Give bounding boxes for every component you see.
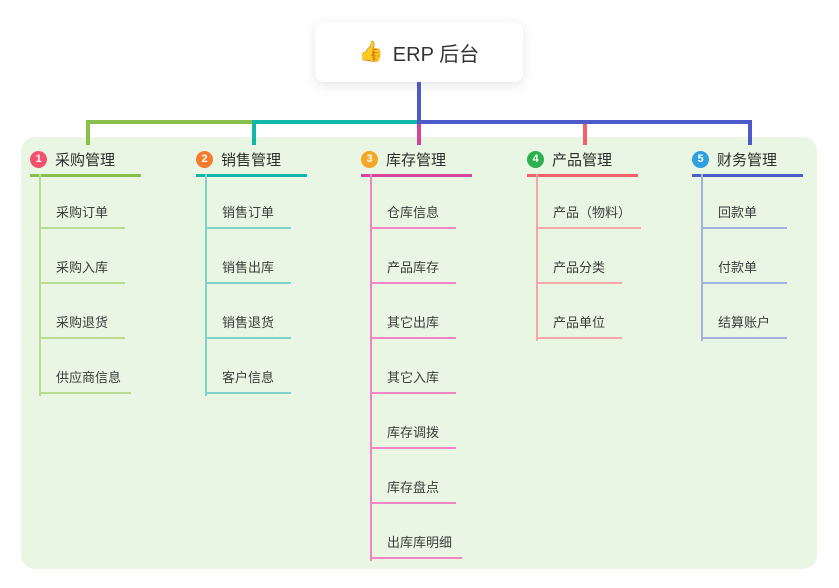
child-rail-line-2 [205,174,207,396]
branch-header-5[interactable]: 5 财务管理 [692,147,803,177]
child-node-2-4[interactable]: 客户信息 [205,369,291,394]
root-node-title: ERP 后台 [392,43,480,66]
branch-drop-line-2 [252,120,256,145]
child-node-5-3[interactable]: 结算账户 [701,314,787,339]
child-rail-line-3 [370,174,372,561]
child-node-3-5[interactable]: 库存调拨 [370,424,456,449]
branch-drop-line-4 [583,120,587,145]
branch-number-badge-4: 4 [527,150,544,168]
branch-title-4: 产品管理 [552,151,613,169]
child-node-4-1[interactable]: 产品（物料） [536,204,642,229]
branch-header-2[interactable]: 2 销售管理 [196,147,307,177]
branch-drop-line-3 [417,120,421,145]
branch-title-5: 财务管理 [717,151,778,169]
thumbs-up-icon: 👍 [358,41,384,63]
child-node-3-4[interactable]: 其它入库 [370,369,456,394]
branch-number-badge-3: 3 [361,150,378,168]
branch-title-2: 销售管理 [221,151,282,169]
branch-header-3[interactable]: 3 库存管理 [361,147,472,177]
child-node-1-1[interactable]: 采购订单 [39,204,125,229]
child-rail-line-1 [39,174,41,396]
child-node-4-2[interactable]: 产品分类 [536,259,622,284]
child-node-2-3[interactable]: 销售退货 [205,314,291,339]
child-rail-line-5 [701,174,703,341]
branch-title-3: 库存管理 [386,151,447,169]
child-node-2-1[interactable]: 销售订单 [205,204,291,229]
child-node-3-6[interactable]: 库存盘点 [370,479,456,504]
child-node-3-3[interactable]: 其它出库 [370,314,456,339]
root-stem-line [417,82,421,122]
root-node-erp[interactable]: 👍 ERP 后台 [315,22,523,82]
branch-number-badge-2: 2 [196,150,213,168]
child-node-1-2[interactable]: 采购入库 [39,259,125,284]
trunk-segment-middle [252,120,419,124]
child-node-3-1[interactable]: 仓库信息 [370,204,456,229]
branch-title-1: 采购管理 [55,151,116,169]
branch-header-1[interactable]: 1 采购管理 [30,147,141,177]
child-node-2-2[interactable]: 销售出库 [205,259,291,284]
child-rail-line-4 [536,174,538,341]
child-node-3-2[interactable]: 产品库存 [370,259,456,284]
child-node-1-4[interactable]: 供应商信息 [39,369,132,394]
branches-background-panel [21,137,817,569]
branch-header-4[interactable]: 4 产品管理 [527,147,638,177]
child-node-3-7[interactable]: 出库库明细 [370,534,463,559]
branch-number-badge-5: 5 [692,150,709,168]
child-node-4-3[interactable]: 产品单位 [536,314,622,339]
trunk-segment-left [86,120,254,124]
branch-drop-line-5 [748,120,752,145]
branch-number-badge-1: 1 [30,150,47,168]
branch-drop-line-1 [86,120,90,145]
child-node-5-1[interactable]: 回款单 [701,204,787,229]
child-node-5-2[interactable]: 付款单 [701,259,787,284]
child-node-1-3[interactable]: 采购退货 [39,314,125,339]
trunk-segment-right [417,120,752,124]
